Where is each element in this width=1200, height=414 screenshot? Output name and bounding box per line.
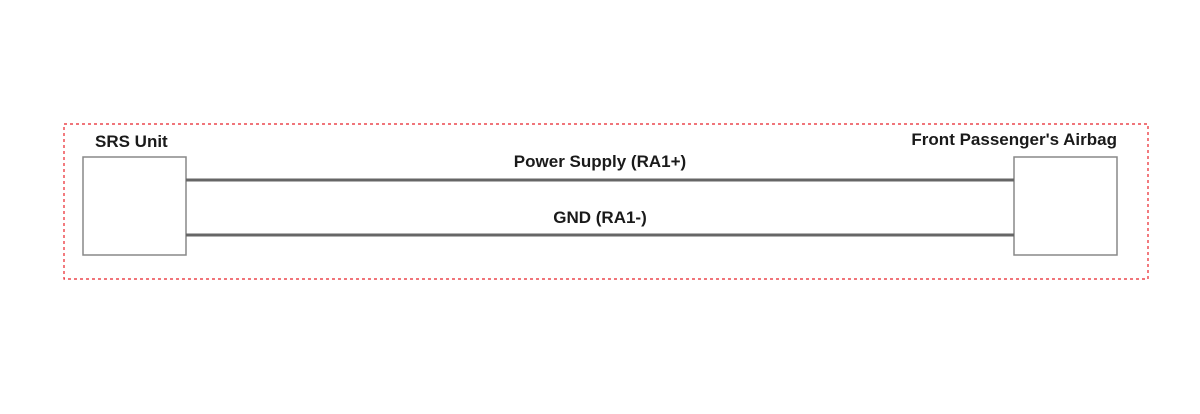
front-passenger-airbag-box — [1013, 156, 1118, 256]
srs-unit-label: SRS Unit — [95, 132, 168, 151]
circuit-boundary — [63, 123, 1149, 280]
ground-wire-label: GND (RA1-) — [553, 208, 647, 227]
srs-unit-box — [82, 156, 187, 256]
power-supply-wire-label: Power Supply (RA1+) — [513, 152, 687, 171]
front-passenger-airbag-label: Front Passenger's Airbag — [911, 130, 1117, 149]
